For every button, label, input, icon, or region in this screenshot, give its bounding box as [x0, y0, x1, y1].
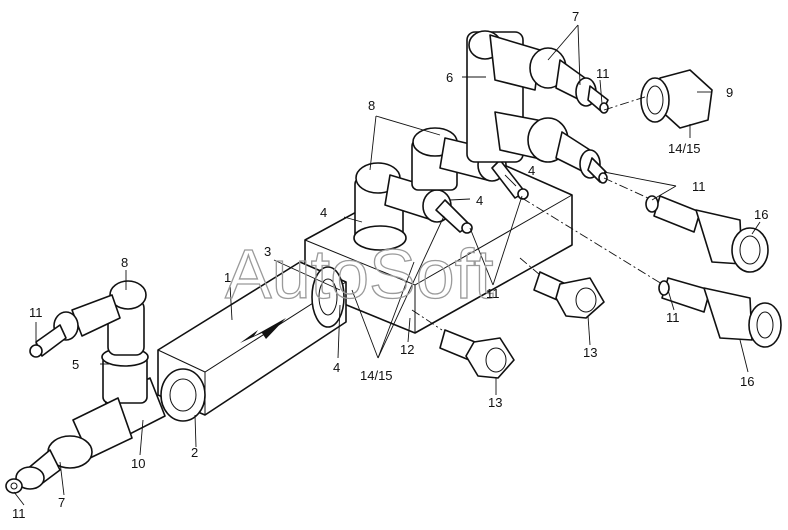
- callout-11-d: 11: [666, 310, 680, 325]
- drain-plug: [640, 69, 713, 129]
- leader-lines: [13, 24, 761, 506]
- callout-4-c: 4: [528, 163, 535, 178]
- bolt-upper: [533, 271, 605, 319]
- callout-3: 3: [264, 244, 271, 259]
- sensor-lower: [658, 277, 782, 348]
- callout-16-a: 16: [754, 207, 768, 222]
- callout-1: 1: [224, 270, 231, 285]
- callout-8-b: 8: [121, 255, 128, 270]
- block-elbow-fittings: [353, 127, 529, 251]
- callout-5: 5: [72, 357, 79, 372]
- callout-9: 9: [726, 85, 733, 100]
- sensor-upper: [645, 195, 769, 273]
- callout-labels: 1 2 3 4 4 4 4 5 6 7 7 8 8 9 10 11 11 11 …: [12, 9, 768, 521]
- callout-14-15-b: 14/15: [668, 141, 701, 156]
- callout-7-a: 7: [572, 9, 579, 24]
- filter-housing: [157, 261, 347, 416]
- callout-11-f: 11: [486, 286, 500, 301]
- callout-12: 12: [400, 342, 414, 357]
- callout-13-a: 13: [583, 345, 597, 360]
- left-elbow-fitting: [29, 280, 147, 358]
- callout-11-e: 11: [12, 506, 26, 521]
- callout-11-a: 11: [29, 305, 43, 320]
- callout-16-b: 16: [740, 374, 754, 389]
- callout-4-b: 4: [333, 360, 340, 375]
- callout-4-a: 4: [320, 205, 327, 220]
- callout-8-a: 8: [368, 98, 375, 113]
- callout-7-b: 7: [58, 495, 65, 510]
- tee-fitting: [5, 347, 206, 494]
- upper-connector-assembly: [466, 30, 609, 184]
- callout-14-15-a: 14/15: [360, 368, 393, 383]
- callout-6: 6: [446, 70, 453, 85]
- callout-13-b: 13: [488, 395, 502, 410]
- callout-10: 10: [131, 456, 145, 471]
- callout-11-c: 11: [692, 179, 706, 194]
- callout-4-d: 4: [476, 193, 483, 208]
- flow-arrow-icon: [240, 318, 286, 343]
- callout-11-b: 11: [596, 66, 610, 81]
- watermark-text: AutoSoft: [225, 235, 494, 313]
- callout-2: 2: [191, 445, 198, 460]
- bolt-lower: [439, 329, 515, 379]
